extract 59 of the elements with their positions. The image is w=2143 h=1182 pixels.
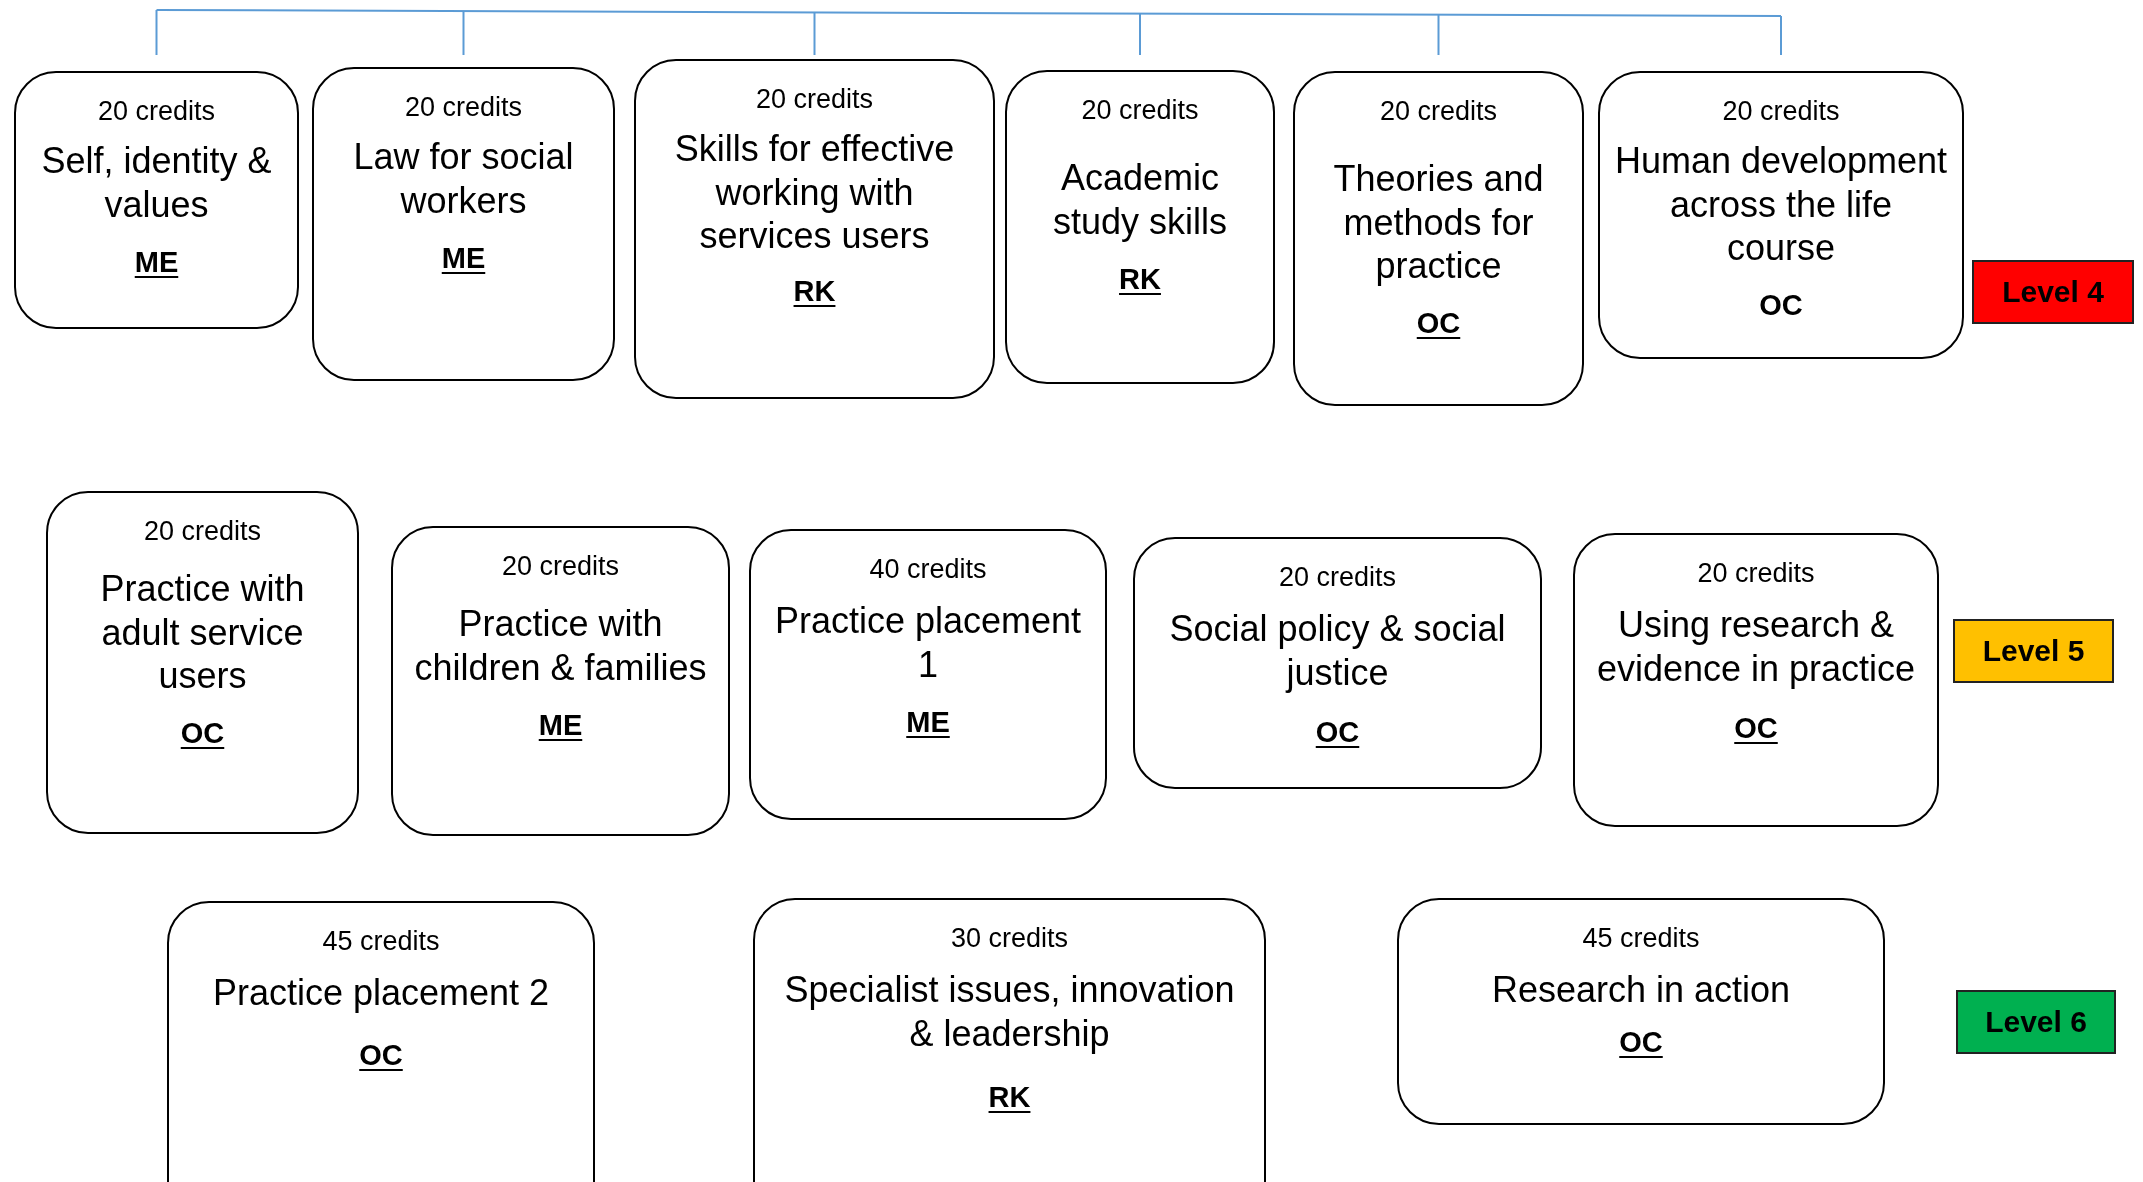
module-title: Human development across the life course [1614,139,1948,269]
module-title: Practice with adult service users [99,567,306,697]
module-title: Self, identity & values [40,139,273,226]
module-box [14,71,299,329]
module-title: Research in action [1491,968,1791,1012]
credits-text: 20 credits [97,95,216,128]
credits-text: 45 credits [322,925,440,958]
module-box [167,901,595,1182]
tutor-code: ME [906,705,950,739]
tutor-code: ME [134,245,179,279]
module-box [634,59,995,399]
module-box [1133,537,1542,789]
module-box [753,898,1266,1182]
credits-text: 20 credits [1697,557,1815,590]
tutor-code: ME [538,708,583,742]
module-box [749,529,1107,820]
module-title: Skills for effective working with services users [673,127,956,257]
tutor-code: OC [1734,711,1778,745]
credits-text: 30 credits [950,922,1069,955]
module-box [1293,71,1584,406]
credits-text: 40 credits [869,553,987,586]
credits-text: 20 credits [755,83,874,116]
module-title: Specialist issues, innovation & leadership [783,968,1236,1055]
module-box [312,67,615,381]
credits-text: 20 credits [1379,95,1498,128]
module-box [1598,71,1964,359]
credits-text: 20 credits [1081,94,1199,127]
level-badge: Level 5 [1953,619,2114,683]
tutor-code: OC [1315,715,1360,749]
tutor-code: ME [441,241,486,275]
credits-text: 20 credits [1722,95,1840,128]
module-title: Practice placement 1 [773,599,1083,686]
credits-text: 20 credits [501,550,620,583]
credits-text: 20 credits [404,91,523,124]
module-title: Law for social workers [352,135,575,222]
module-title: Academic study skills [1051,156,1228,243]
tutor-code: OC [180,716,225,750]
module-box [46,491,359,834]
module-title: Theories and methods for practice [1332,157,1545,287]
tutor-code: RK [1119,262,1161,296]
module-box [1573,533,1939,827]
module-title: Practice with children & families [413,602,708,689]
level-badge: Level 6 [1956,990,2116,1054]
level-badge: Level 4 [1972,260,2134,324]
credits-text: 45 credits [1582,922,1700,955]
tutor-code: OC [1416,306,1461,340]
tutor-code: RK [793,274,836,308]
module-title: Using research & evidence in practice [1595,603,1917,690]
tutor-code: OC [359,1038,403,1072]
tutor-code: OC [1759,288,1803,322]
credits-text: 20 credits [1278,561,1397,594]
module-box [1397,898,1885,1125]
module-title: Social policy & social justice [1168,607,1507,694]
module-box [391,526,730,836]
module-box [1005,70,1275,384]
module-title: Practice placement 2 [212,971,550,1015]
tutor-code: OC [1619,1025,1663,1059]
credits-text: 20 credits [143,515,262,548]
tutor-code: RK [988,1080,1031,1114]
